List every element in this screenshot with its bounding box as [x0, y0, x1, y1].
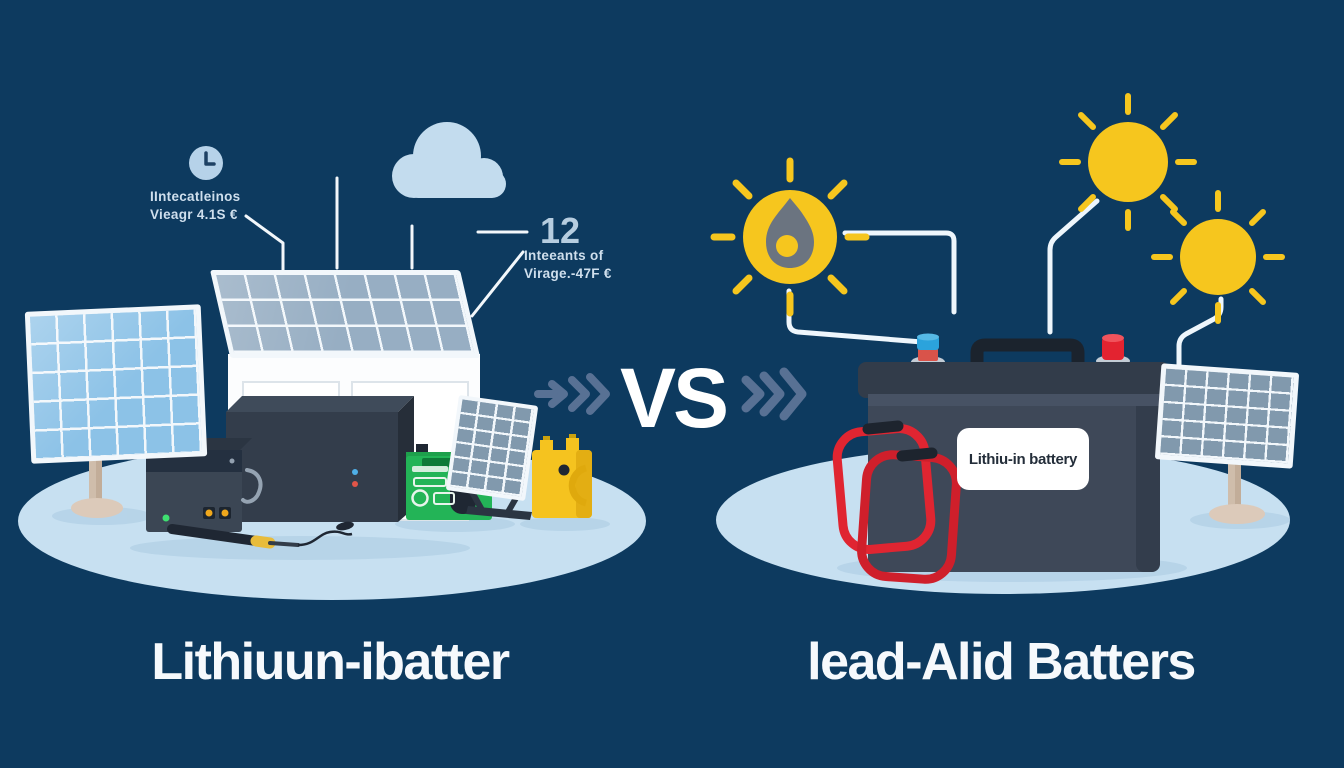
jumper-cables: [832, 420, 961, 584]
inverter-box: [226, 396, 414, 522]
callout-top-line1: IIntecatleinos: [150, 189, 241, 204]
callout-top-text: IIntecatleinos Vieagr 4.1S €: [150, 188, 240, 223]
solar-panel-right: [1154, 363, 1300, 469]
solar-panel-small: [445, 394, 539, 502]
chevrons-left: [534, 373, 610, 415]
callout-roof-value: 12: [540, 210, 581, 251]
cloud-icon: [392, 122, 506, 198]
sun-icon-2: [1151, 190, 1285, 324]
callout-top-line2: Vieagr 4.1S €: [150, 206, 238, 222]
solar-panel-roof: [210, 270, 481, 358]
callout-lines: [244, 176, 529, 318]
callout-roof-text: Inteeants of Virage.-47F €: [524, 247, 612, 282]
chevrons-right: [741, 367, 807, 421]
sun-icon-1: [1059, 93, 1197, 231]
solar-post-left: [71, 450, 123, 518]
title-left: Lithiuun-ibatter: [151, 633, 510, 691]
callout-roof-line2: Virage.-47F €: [524, 265, 612, 281]
panel-stand: [466, 490, 532, 520]
callout-roof-line1: Inteeants of: [524, 248, 604, 263]
clock-icon: [189, 146, 223, 180]
yellow-battery-box: [532, 434, 592, 518]
solar-panel-standing-left: [24, 304, 208, 464]
vs-label: VS: [619, 351, 729, 445]
battery-label: Lithiu-in battery: [957, 428, 1089, 490]
sun-flame-icon: [710, 157, 870, 317]
solar-post-right: [1209, 460, 1265, 524]
title-right: lead-Alid Batters: [807, 633, 1196, 691]
soldering-pen: [167, 521, 354, 549]
